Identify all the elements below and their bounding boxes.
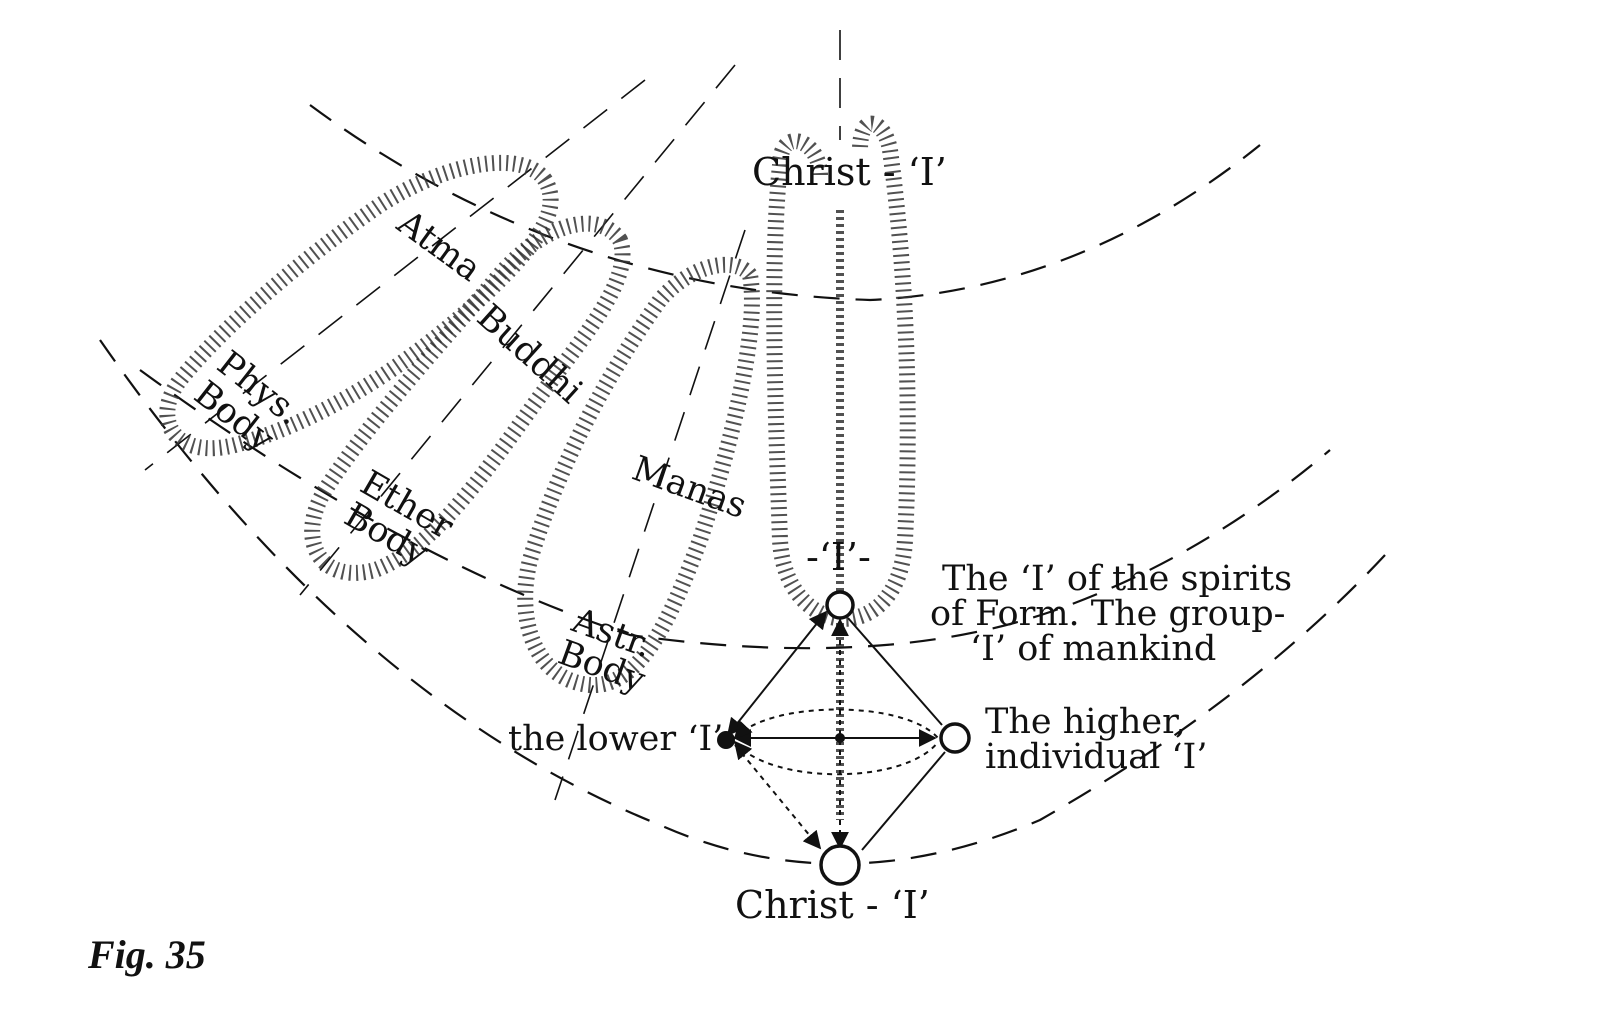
axis-manas <box>554 229 746 801</box>
label-i-center: -‘I’- <box>806 535 871 579</box>
line-top-to-higher <box>847 617 943 726</box>
label-christ-i-top: Christ - ‘I’ <box>752 150 947 194</box>
loop-upper <box>733 708 939 740</box>
line-lower-to-top <box>726 610 828 737</box>
node-higher-i <box>939 722 971 754</box>
lobe-manas-astr <box>517 256 760 694</box>
labels: Christ - ‘I’ Atma Buddhi Manas Phys. Bod… <box>87 150 1292 977</box>
radial-axes <box>144 30 841 801</box>
label-spirits-form-2: of Form. The group- <box>930 594 1285 634</box>
label-lower-i: the lower ‘I’ <box>508 719 723 759</box>
hatched-lobes <box>159 115 916 820</box>
label-spirits-form-3: ‘I’ of mankind <box>970 629 1216 669</box>
label-atma: Atma <box>389 202 488 289</box>
node-center <box>835 733 845 743</box>
figure-caption: Fig. 35 <box>87 932 206 977</box>
line-lower-to-bottom <box>734 744 822 850</box>
node-group-i <box>825 590 855 620</box>
label-spirits-form-1: The ‘I’ of the spirits <box>942 559 1292 599</box>
lobe-christ-u <box>766 115 916 627</box>
label-higher-i-2: individual ‘I’ <box>985 737 1208 777</box>
label-manas: Manas <box>627 449 752 527</box>
node-lower-i <box>717 731 735 749</box>
nodes <box>717 590 971 886</box>
arc-upper <box>309 104 1261 302</box>
label-christ-i-bottom: Christ - ‘I’ <box>735 883 930 927</box>
label-higher-i-1: The higher, <box>985 702 1186 742</box>
lobe-atma-phys <box>159 154 559 457</box>
axis-buddhi <box>299 64 736 596</box>
arc-lower <box>99 339 1386 865</box>
node-christ-bottom <box>819 844 861 886</box>
label-buddhi: Buddhi <box>469 297 590 412</box>
line-higher-to-bottom <box>861 751 946 851</box>
axis-atma <box>144 79 646 471</box>
loop-lower <box>733 740 939 776</box>
